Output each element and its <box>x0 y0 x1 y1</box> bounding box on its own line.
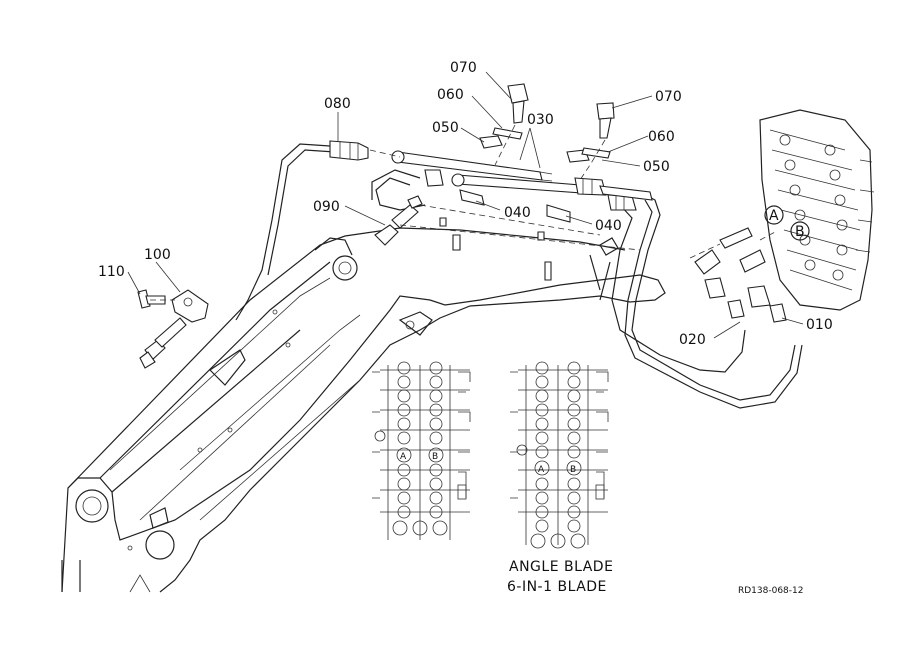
boom-arm-structure <box>61 227 666 593</box>
callout-060-right: 060 <box>648 129 675 145</box>
port-b-circle <box>790 221 810 241</box>
schematic-left-port-a: A <box>400 452 407 462</box>
hydraulic-hoses <box>235 143 803 409</box>
valve-schematic-left: A B <box>372 361 471 540</box>
callout-020: 020 <box>679 332 706 348</box>
callout-labels: 070 060 030 050 070 060 050 080 090 040 … <box>98 60 833 348</box>
callout-050-right: 050 <box>643 159 670 175</box>
callout-110: 110 <box>98 264 125 280</box>
port-markers: A B <box>764 205 810 241</box>
callout-070-right: 070 <box>655 89 682 105</box>
callout-070-top: 070 <box>450 60 477 76</box>
callout-100: 100 <box>144 247 171 263</box>
reference-code: RD138-068-12 <box>738 586 804 596</box>
callout-090: 090 <box>313 199 340 215</box>
callout-080: 080 <box>324 96 351 112</box>
port-a-label: A <box>769 208 779 224</box>
caption-angle-blade: ANGLE BLADE <box>509 559 613 575</box>
fittings-and-pipes <box>137 83 787 369</box>
control-valve-assembly <box>759 109 875 311</box>
center-lines <box>150 124 776 301</box>
port-a-circle <box>764 205 784 225</box>
callout-060-left: 060 <box>437 87 464 103</box>
callout-030: 030 <box>527 112 554 128</box>
schematic-right-port-b: B <box>570 465 576 475</box>
callout-010: 010 <box>806 317 833 333</box>
schematic-left-port-b: B <box>432 452 438 462</box>
port-b-label: B <box>795 224 805 240</box>
callout-050-left: 050 <box>432 120 459 136</box>
caption-6-in-1-blade: 6-IN-1 BLADE <box>507 579 607 595</box>
valve-schematic-right: A B <box>510 361 609 549</box>
callout-040-right: 040 <box>595 218 622 234</box>
callout-leaders <box>127 71 804 339</box>
schematic-right-port-a: A <box>538 465 545 475</box>
callout-040-left: 040 <box>504 205 531 221</box>
